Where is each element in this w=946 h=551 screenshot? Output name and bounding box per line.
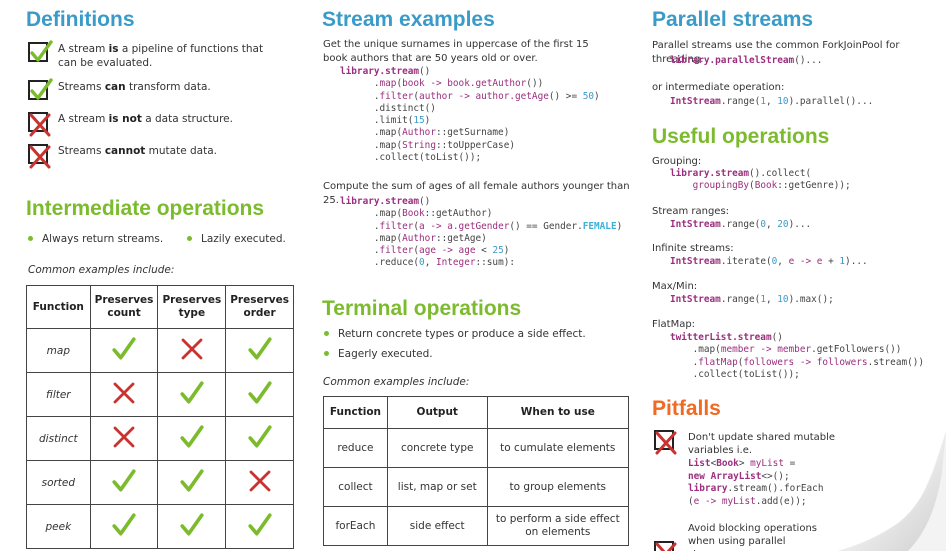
useful-code-flatmap: twitterList.stream() .map(member -> memb… — [670, 332, 925, 380]
useful-label-flatmap: FlatMap: — [652, 319, 696, 330]
middle-column: Stream examples Get the unique surnames … — [315, 0, 642, 551]
pitfall-cross-icon-2 — [654, 541, 677, 551]
check-mark-icon — [157, 372, 227, 417]
parallel-code-1: library.parallelStream()... — [670, 55, 823, 66]
table-row: distinct — [26, 416, 294, 461]
definition-item: A stream is not a data structure. — [28, 112, 278, 137]
useful-label-maxmin: Max/Min: — [652, 281, 698, 292]
terminal-table-header: When to use — [486, 396, 630, 429]
cross-mark-icon — [89, 372, 159, 417]
cross-mark-icon — [225, 460, 294, 505]
terminal-title: Terminal operations — [322, 297, 522, 320]
useful-code-ranges: IntStream.range(0, 20)... — [670, 219, 812, 230]
useful-label-infinite: Infinite streams: — [652, 243, 734, 254]
definition-item: Streams can transform data. — [28, 78, 278, 100]
table-row: filter — [26, 372, 294, 417]
table-row: map — [26, 328, 294, 373]
intermediate-table-header: Preserves type — [157, 285, 227, 329]
table-cell: concrete type — [386, 428, 488, 468]
useful-code-maxmin: IntStream.range(1, 10).max(); — [670, 294, 834, 305]
intermediate-table-header: Preserves count — [89, 285, 159, 329]
check-mark-icon — [225, 504, 294, 549]
intermediate-table-header: Preserves order — [225, 285, 294, 329]
check-mark-icon — [157, 504, 227, 549]
check-mark-icon — [89, 328, 159, 373]
check-mark-icon — [89, 460, 159, 505]
function-name-cell: distinct — [26, 416, 91, 461]
check-mark-icon — [157, 460, 227, 505]
useful-label-grouping: Grouping: — [652, 156, 702, 167]
terminal-bullet-1: Return concrete types or produce a side … — [324, 327, 586, 341]
table-cell: side effect — [386, 506, 488, 546]
terminal-table-header: Function — [323, 396, 388, 429]
useful-title: Useful operations — [652, 125, 830, 148]
checkbox-checked-icon — [28, 78, 53, 100]
intermediate-bullet-2: Lazily executed. — [187, 232, 286, 246]
function-name-cell: map — [26, 328, 91, 373]
pitfall-1-text: Don't update shared mutable variables i.… — [688, 432, 836, 456]
definition-item: Streams cannot mutate data. — [28, 144, 278, 169]
table-cell: to group elements — [486, 467, 630, 507]
checkbox-crossed-icon — [28, 112, 51, 137]
check-mark-icon — [225, 328, 294, 373]
parallel-desc: Parallel streams use the common ForkJoin… — [652, 40, 900, 65]
function-name-cell: sorted — [26, 460, 91, 505]
terminal-examples-label: Common examples include: — [323, 376, 470, 388]
left-column: Definitions A stream is a pipeline of fu… — [0, 0, 315, 551]
pitfalls-title: Pitfalls — [652, 397, 721, 420]
right-column: Parallel streams Parallel streams use th… — [642, 0, 946, 551]
stream-example-1-code: library.stream() .map(book -> book.getAu… — [340, 66, 600, 164]
table-cell: list, map or set — [386, 467, 488, 507]
pitfall-cross-icon-1 — [654, 430, 677, 455]
pitfall-2-text: Avoid blocking operations when using par… — [688, 523, 817, 551]
pitfall-1-code: List<Book> myList = new ArrayList<>(); l… — [688, 458, 824, 507]
cross-mark-icon — [89, 416, 159, 461]
intermediate-bullet-1: Always return streams. — [28, 232, 163, 246]
definition-item: A stream is a pipeline of functions that… — [28, 40, 278, 70]
definition-text: A stream is not a data structure. — [58, 113, 233, 125]
cross-mark-icon — [157, 328, 227, 373]
definition-text: Streams cannot mutate data. — [58, 145, 217, 157]
intermediate-title: Intermediate operations — [26, 197, 265, 220]
function-name-cell: forEach — [323, 506, 388, 546]
function-name-cell: peek — [26, 504, 91, 549]
definition-text: A stream is a pipeline of functions that… — [58, 43, 264, 69]
parallel-title: Parallel streams — [652, 8, 814, 31]
table-cell: to cumulate elements — [486, 428, 630, 468]
check-mark-icon — [225, 372, 294, 417]
check-mark-icon — [157, 416, 227, 461]
terminal-table-header: Output — [386, 396, 488, 429]
table-row: peek — [26, 504, 294, 549]
check-mark-icon — [89, 504, 159, 549]
stream-example-2-code: library.stream() .map(Book::getAuthor) .… — [340, 196, 623, 269]
useful-label-ranges: Stream ranges: — [652, 206, 730, 217]
intermediate-table-header: Function — [26, 285, 91, 329]
parallel-code-2: IntStream.range(1, 10).parallel()... — [670, 96, 874, 107]
function-name-cell: reduce — [323, 428, 388, 468]
parallel-desc-2: or intermediate operation: — [652, 82, 785, 93]
definition-text: Streams can transform data. — [58, 81, 211, 93]
stream-example-2-desc: Compute the sum of ages of all female au… — [323, 181, 630, 206]
checkbox-crossed-icon — [28, 144, 51, 169]
table-cell: to perform a side effect on elements — [486, 506, 630, 546]
page-curl-decoration — [838, 431, 946, 551]
terminal-bullet-2: Eagerly executed. — [324, 347, 433, 361]
checkbox-checked-icon — [28, 40, 53, 62]
useful-code-grouping: library.stream().collect( groupingBy(Boo… — [670, 168, 851, 192]
stream-example-1-desc: Get the unique surnames in uppercase of … — [323, 39, 589, 64]
function-name-cell: filter — [26, 372, 91, 417]
definitions-title: Definitions — [26, 8, 135, 31]
check-mark-icon — [225, 416, 294, 461]
function-name-cell: collect — [323, 467, 388, 507]
stream-examples-title: Stream examples — [322, 8, 495, 31]
intermediate-examples-label: Common examples include: — [28, 264, 175, 276]
useful-code-infinite: IntStream.iterate(0, e -> e + 1)... — [670, 256, 868, 267]
table-row: sorted — [26, 460, 294, 505]
